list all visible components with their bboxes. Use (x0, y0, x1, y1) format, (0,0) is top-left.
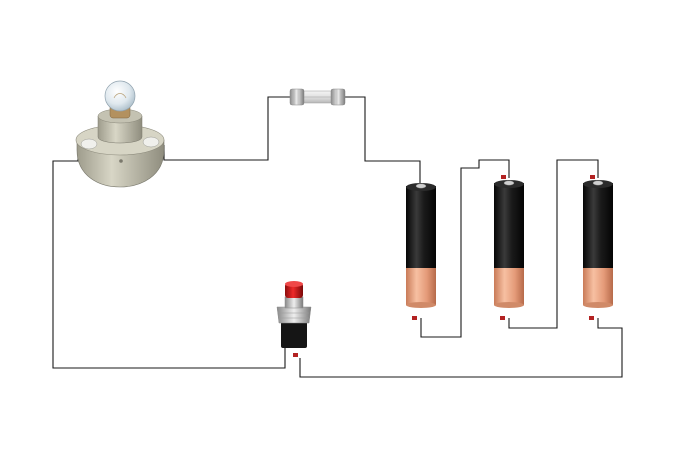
switch-housing (281, 320, 307, 348)
battery-1 (406, 183, 436, 320)
push-button-icon (285, 283, 303, 298)
battery-bottom-terminal (589, 316, 594, 320)
lamp-holder-collar (97, 115, 143, 144)
switch-nut (276, 306, 312, 324)
battery-bottom-terminal (500, 316, 505, 320)
fuse-cap-left (289, 88, 305, 106)
battery-icon (406, 186, 436, 268)
push-button-switch (276, 281, 312, 357)
battery-positive-terminal (592, 180, 604, 186)
fuse (289, 88, 346, 106)
battery-2 (494, 175, 524, 320)
battery-positive-terminal (415, 183, 427, 189)
fuse-cap-right (330, 88, 346, 106)
wire-lamp-to-switch (52, 144, 286, 369)
wire-fuse-to-battery1 (344, 96, 421, 183)
wire-battery1-to-battery2 (420, 159, 510, 338)
wire-battery2-to-battery3 (508, 159, 599, 329)
battery-negative-base (406, 268, 436, 305)
battery-icon (583, 183, 613, 268)
battery-top-terminal (590, 175, 595, 179)
battery-negative-base (583, 268, 613, 305)
battery-top-terminal (501, 175, 506, 179)
lamp (75, 80, 165, 188)
wire-lamp-to-fuse (163, 96, 290, 161)
wire-battery3-to-switch (299, 318, 623, 378)
switch-terminal (293, 353, 298, 357)
battery-bottom-terminal (412, 316, 417, 320)
battery-3 (583, 175, 613, 320)
battery-negative-base (494, 268, 524, 305)
battery-icon (494, 183, 524, 268)
lamp-screw-left (80, 138, 98, 150)
switch-collar (284, 296, 304, 309)
lamp-screw-right (142, 136, 160, 148)
light-bulb-icon (104, 80, 136, 112)
battery-positive-terminal (503, 180, 515, 186)
